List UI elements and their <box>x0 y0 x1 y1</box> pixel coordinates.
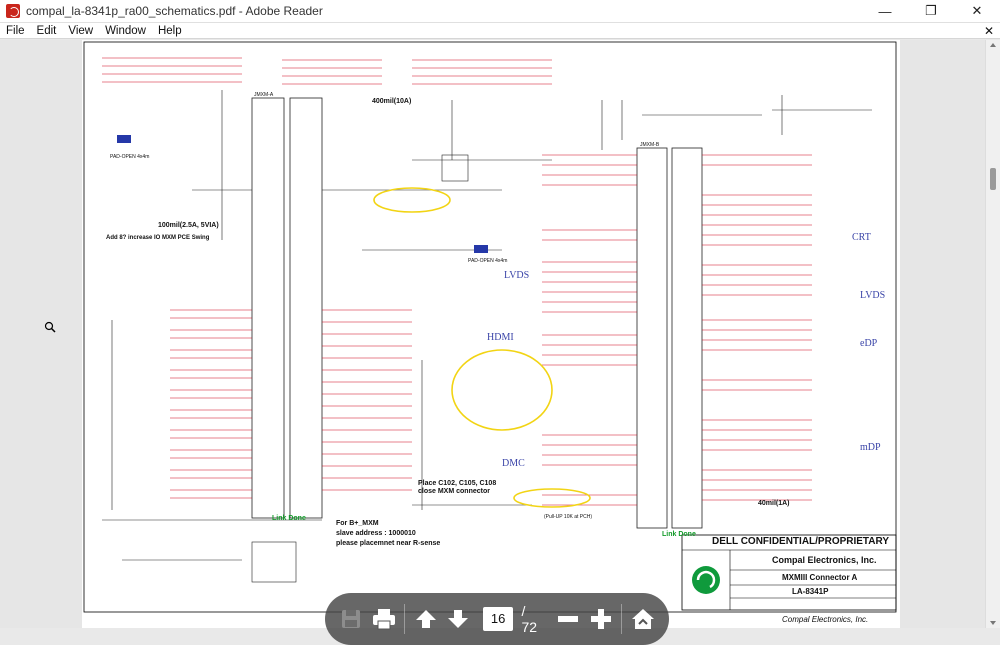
print-icon[interactable] <box>368 602 401 636</box>
section-label-edp: eDP <box>860 338 878 349</box>
note-placement: please placemnet near R-sense <box>336 540 441 547</box>
title-confidential: DELL CONFIDENTIAL/PROPRIETARY <box>712 536 890 547</box>
label-jmxm-b: JMXM-B <box>640 142 660 148</box>
zoom-out-icon[interactable] <box>552 602 585 636</box>
note-current-40: 40mil(1A) <box>758 500 790 507</box>
adobe-reader-icon <box>6 4 20 18</box>
toolbar-divider-2 <box>621 604 623 634</box>
menu-file[interactable]: File <box>6 24 25 37</box>
note-power-swing: Add 8? increase IO MXM PCE Swing <box>106 235 210 241</box>
menu-view[interactable]: View <box>68 24 94 37</box>
note-pull-up: (Pull-UP 10K at PCH) <box>544 514 592 520</box>
section-label-lvds-mid: LVDS <box>504 270 530 281</box>
vertical-scrollbar[interactable] <box>985 40 1000 628</box>
restore-button[interactable]: ❐ <box>925 3 937 18</box>
next-page-icon[interactable] <box>442 602 475 636</box>
scrollbar-thumb[interactable] <box>990 168 996 190</box>
title-doc-number: LA-8341P <box>792 587 829 596</box>
note-link-done-a: Link Done <box>272 515 306 522</box>
note-place-caps: Place C102, C105, C108 <box>418 480 497 487</box>
menu-help[interactable]: Help <box>157 24 182 37</box>
note-link-done-b: Link Done <box>662 531 696 538</box>
save-icon[interactable] <box>335 602 368 636</box>
schematic-drawing <box>83 41 897 613</box>
menu-edit[interactable]: Edit <box>36 24 57 37</box>
note-pad-open-a: PAD-OPEN 4x4m <box>110 154 150 160</box>
note-slave-address: slave address : 1000010 <box>336 530 416 537</box>
page-total-label: / 72 <box>521 603 538 635</box>
minimize-button[interactable]: — <box>878 3 892 19</box>
scroll-down-arrow-icon[interactable] <box>990 621 996 625</box>
section-label-crt: CRT <box>852 232 871 243</box>
pdf-page[interactable]: CRT LVDS eDP mDP HDMI LVDS DMC Add 8? in… <box>82 40 900 628</box>
page-footer-company: Compal Electronics, Inc. <box>782 615 869 624</box>
floating-page-toolbar: 16 / 72 <box>325 593 669 645</box>
title-sheet-title: MXMIII Connector A <box>782 573 858 582</box>
page-number-input[interactable]: 16 <box>482 607 514 631</box>
window-titlebar: compal_la-8341p_ra00_schematics.pdf - Ad… <box>0 0 1000 23</box>
menu-bar: File Edit View Window Help ✕ <box>0 23 1000 39</box>
home-icon[interactable] <box>626 602 659 636</box>
section-label-hdmi: HDMI <box>487 332 514 343</box>
note-for-b-mxm: For B+_MXM <box>336 520 379 527</box>
menu-window[interactable]: Window <box>105 24 146 37</box>
previous-page-icon[interactable] <box>409 602 442 636</box>
section-label-lvds-right: LVDS <box>860 290 886 301</box>
document-viewer[interactable]: CRT LVDS eDP mDP HDMI LVDS DMC Add 8? in… <box>0 40 985 645</box>
window-title: compal_la-8341p_ra00_schematics.pdf - Ad… <box>26 4 323 18</box>
title-company: Compal Electronics, Inc. <box>772 555 877 565</box>
close-document-button[interactable]: ✕ <box>983 23 994 38</box>
section-label-dmc: DMC <box>502 458 525 469</box>
magnifier-cursor-icon <box>44 320 56 333</box>
note-current-400: 400mil(10A) <box>372 98 412 105</box>
close-button[interactable]: ✕ <box>971 3 983 18</box>
label-jmxm-a: JMXM-A <box>254 92 274 98</box>
section-label-mdp: mDP <box>860 442 881 453</box>
note-close-connector: close MXM connector <box>418 488 490 495</box>
note-current-100: 100mil(2.5A, 5VIA) <box>158 222 219 229</box>
toolbar-divider <box>404 604 406 634</box>
zoom-in-icon[interactable] <box>585 602 618 636</box>
scroll-up-arrow-icon[interactable] <box>990 43 996 47</box>
note-pad-open-b: PAD-OPEN 4x4m <box>468 258 508 264</box>
